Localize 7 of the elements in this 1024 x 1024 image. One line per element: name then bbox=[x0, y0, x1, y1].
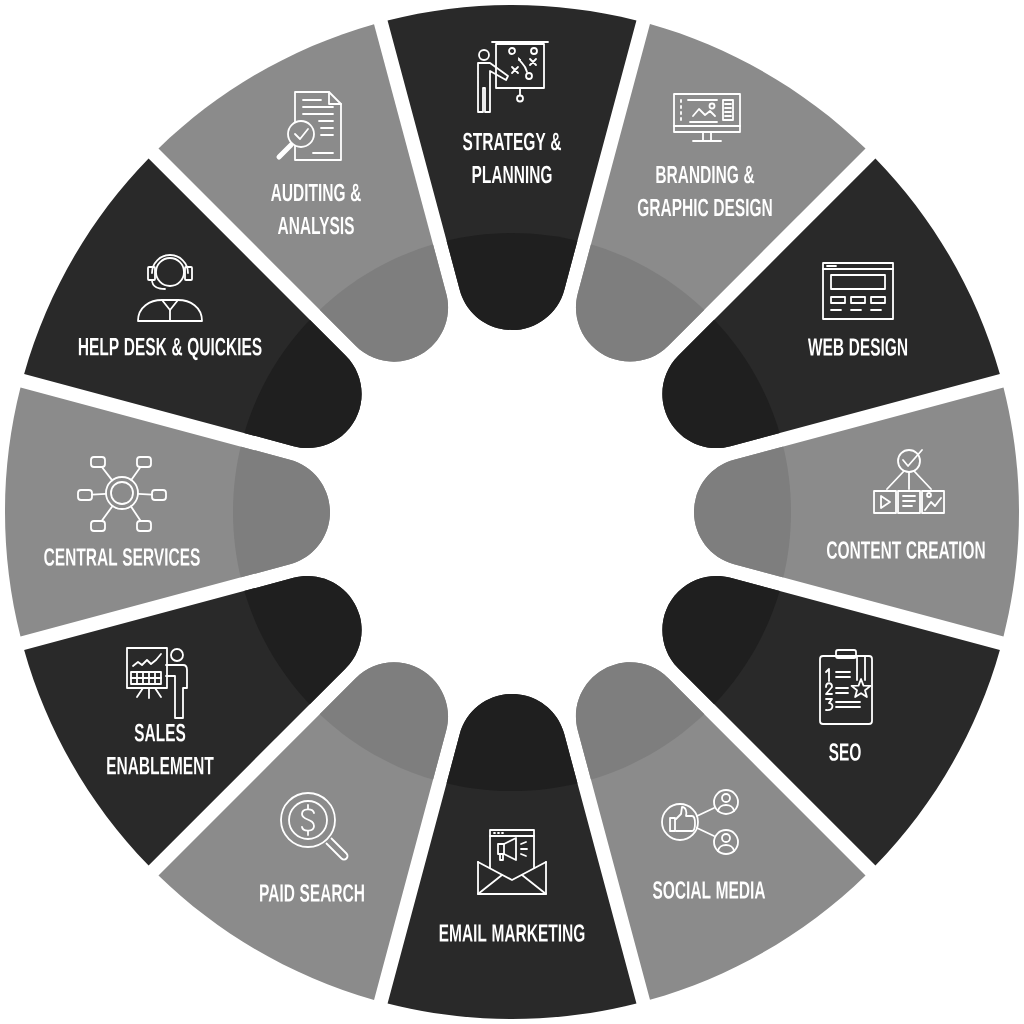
node-label: CONTENT CREATION bbox=[827, 541, 985, 559]
node-label: PAID SEARCH bbox=[260, 884, 364, 902]
node-label: AUDITING & ANALYSIS bbox=[271, 183, 361, 235]
node-label: SOCIAL MEDIA bbox=[652, 881, 766, 899]
node-label: SEO bbox=[829, 743, 861, 761]
node-label: CENTRAL SERVICES bbox=[44, 548, 200, 566]
node-label: STRATEGY & PLANNING bbox=[462, 132, 562, 184]
